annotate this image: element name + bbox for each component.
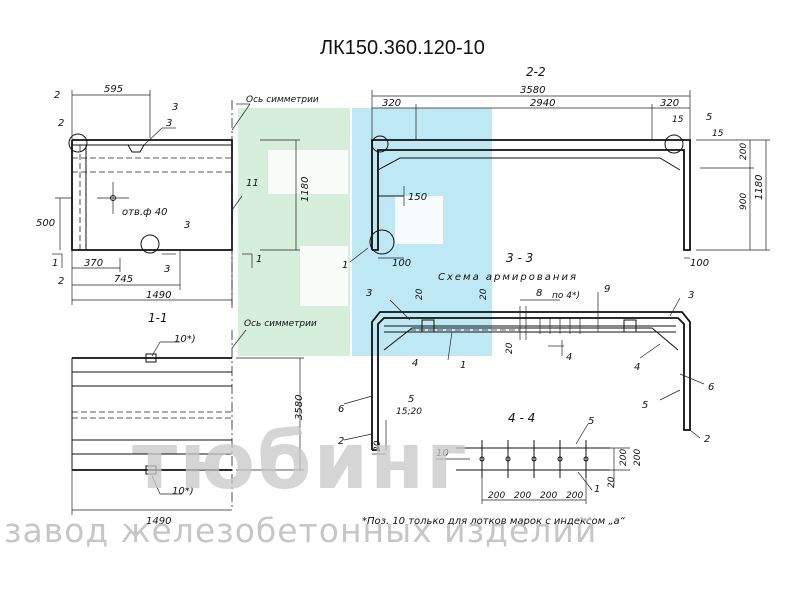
section-2-2-label: 2-2 <box>526 65 546 79</box>
dim-20-d: 20 <box>373 440 383 452</box>
scheme-title: Схема армирования <box>438 272 578 283</box>
dim-3580-side: 3580 <box>294 395 305 420</box>
mark-2-bl: 2 <box>58 276 64 287</box>
dim-20-c: 20 <box>505 342 515 354</box>
ten-star-bottom: 10*) <box>172 486 194 497</box>
section-4-4-label: 4 - 4 <box>508 411 535 425</box>
dim-2940: 2940 <box>530 98 555 109</box>
dim-500: 500 <box>36 218 55 229</box>
mark-1-bl: 1 <box>52 258 58 269</box>
mark-2-33-right: 2 <box>704 434 710 445</box>
dim-200-44-c: 200 <box>540 491 557 501</box>
mark-1-44: 1 <box>594 484 600 495</box>
section-1-1-label: 1-1 <box>148 311 168 325</box>
dim-370: 370 <box>84 258 103 269</box>
mark-3-33-right: 3 <box>688 290 694 301</box>
mark-1-br: 1 <box>256 254 262 265</box>
axis-sym-label-2: Ось симметрии <box>244 319 317 329</box>
dim-1490-bottom: 1490 <box>146 516 171 527</box>
mark-5-44: 5 <box>588 416 594 427</box>
dim-200-44-side: 200 <box>619 449 629 466</box>
mark-6-33-right: 6 <box>708 382 714 393</box>
mark-3-33-left: 3 <box>366 288 372 299</box>
view-section-1-1 <box>71 329 304 515</box>
dim-15-top: 15 <box>672 115 684 125</box>
view-section-4-4 <box>436 423 630 504</box>
mark-4-33-left: 4 <box>412 358 418 369</box>
po4-label: по 4*) <box>552 291 580 301</box>
dim-150: 150 <box>408 192 427 203</box>
view-section-3-3 <box>343 292 705 455</box>
mark-3-d: 3 <box>164 264 170 275</box>
mark-5-33-right: 5 <box>642 400 648 411</box>
ten-star-top: 10*) <box>174 334 196 345</box>
dim-1490-top: 1490 <box>146 290 171 301</box>
dim-595: 595 <box>104 84 123 95</box>
mark-5-top: 5 <box>706 112 712 123</box>
mark-2-top: 2 <box>54 90 60 101</box>
mark-3-b: 3 <box>166 118 172 129</box>
hole-label: отв.ф 40 <box>122 207 167 218</box>
mark-2-left: 2 <box>58 118 64 129</box>
watermark-white-bar-3 <box>395 196 443 244</box>
view-section-2-2 <box>349 90 770 263</box>
dim-20-a: 20 <box>415 288 425 300</box>
dim-15-right: 15 <box>712 129 724 139</box>
mark-8: 8 <box>536 288 542 299</box>
dim-20-b: 20 <box>479 288 489 300</box>
watermark-white-bar-2 <box>300 246 348 306</box>
dim-3580-top: 3580 <box>520 85 545 96</box>
dim-200-44-b: 200 <box>514 491 531 501</box>
dim-200-44-a: 200 <box>488 491 505 501</box>
mark-2-33-left: 2 <box>338 436 344 447</box>
dim-200-right: 200 <box>739 143 749 160</box>
mark-9: 9 <box>604 284 610 295</box>
mark-3-c: 3 <box>184 220 190 231</box>
mark-1-22: 1 <box>342 260 348 271</box>
dim-1180-right: 1180 <box>754 175 765 200</box>
mark-6-33-left: 6 <box>338 404 344 415</box>
mark-3-a: 3 <box>172 102 178 113</box>
dim-100-right: 100 <box>690 258 709 269</box>
watermark-green-block <box>238 108 350 356</box>
mark-11: 11 <box>246 178 259 189</box>
drawing-title: ЛК150.360.120-10 <box>320 37 485 59</box>
dim-200-44-side2: 200 <box>633 449 643 466</box>
watermark-tagline: завод железобетонных изделий <box>4 511 597 550</box>
dim-15-20: 15;20 <box>396 407 422 417</box>
view-top-left <box>52 90 300 310</box>
dim-745: 745 <box>114 274 133 285</box>
section-3-3-label: 3 - 3 <box>506 251 533 265</box>
axis-sym-label-1: Ось симметрии <box>246 95 319 105</box>
watermark-white-bar-1 <box>268 150 348 194</box>
dim-320-right: 320 <box>660 98 679 109</box>
mark-4-33-mid: 4 <box>566 352 572 363</box>
mark-10-44: 10 <box>436 448 449 459</box>
dim-320-left: 320 <box>382 98 401 109</box>
watermark-brand: тюбинг <box>132 417 469 507</box>
mark-1-33: 1 <box>460 360 466 371</box>
mark-4-33-right: 4 <box>634 362 640 373</box>
dim-1180-left: 1180 <box>300 177 311 202</box>
dim-20-44: 20 <box>607 476 617 488</box>
dim-200-44-d: 200 <box>566 491 583 501</box>
mark-5-33-left: 5 <box>408 394 414 405</box>
dim-100-left: 100 <box>392 258 411 269</box>
dim-900: 900 <box>739 193 749 210</box>
footnote: *Поз. 10 только для лотков марок с индек… <box>362 516 626 527</box>
